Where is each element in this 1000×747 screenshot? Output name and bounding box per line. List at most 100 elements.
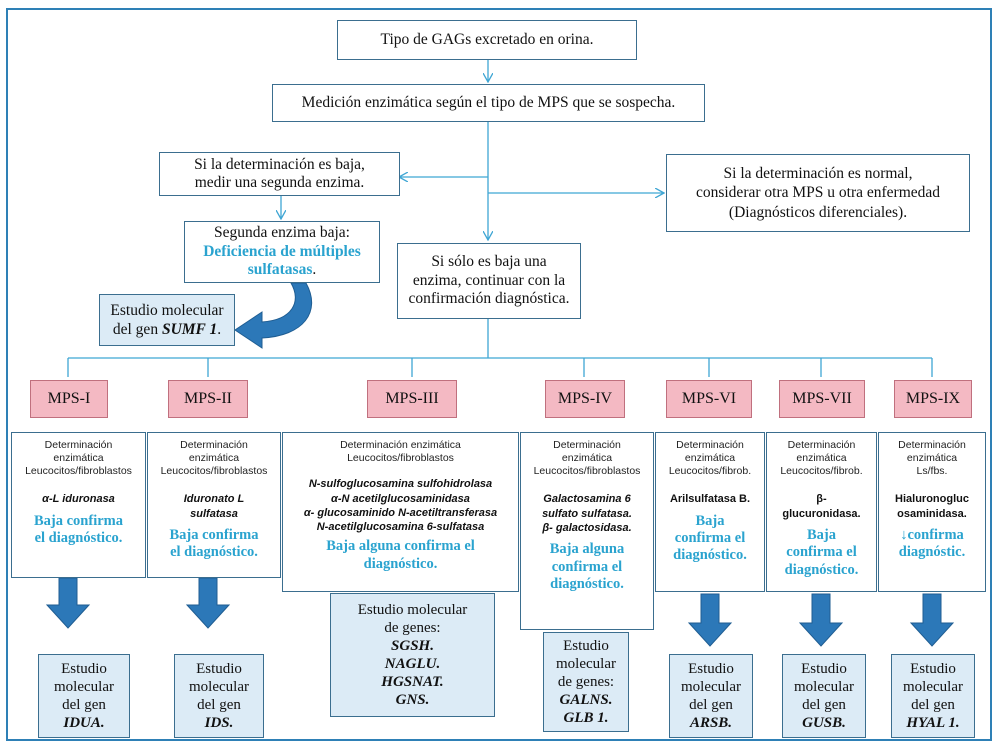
mps-vi-det-line: Leucocitos/fibrob. [668,465,752,478]
diagram-frame [6,8,992,741]
gags-box: Tipo de GAGs excretado en orina. [337,20,637,60]
mps-vii-confirm-line: Baja [807,526,836,543]
mps-iii-label: MPS-III [385,390,439,407]
mps-vi-confirm-line: diagnóstico. [673,547,747,564]
gags-text: Tipo de GAGs excretado en orina. [380,30,594,48]
mps-ix-mol-line: Estudio [910,661,956,677]
deficiencia-dot: . [312,261,317,279]
mps-vi-mol-line: Estudio [688,661,734,677]
sumf-dot: . [217,321,222,338]
mps-iv-enzyme: Galactosamina 6 [543,493,631,506]
mps-iii-gene: HGSNAT. [381,674,444,690]
center-line2: enzima, continuar con la [412,271,566,289]
mps-iii-mol-line: de genes: [384,620,441,636]
mps-iii-det-line: Leucocitos/fibroblastos [347,452,454,465]
mps-i-confirm-line: el diagnóstico. [34,530,123,547]
mps-vii-det-line: enzimática [796,452,847,465]
mps-iv-label-box: MPS-IV [545,380,625,418]
center-line3: confirmación diagnóstica. [408,290,570,308]
mps-ii-det-line: enzimática [188,452,240,465]
mps-vii-label-box: MPS-VII [779,380,865,418]
mps-iii-mol-line: Estudio molecular [357,602,468,618]
mps-i-enzyme: α-L iduronasa [42,493,115,506]
normal-line2: considerar otra MPS u otra enfermedad [695,184,941,202]
mps-iv-enzyme: β- galactosidasa. [542,521,632,534]
mps-ix-det-line: enzimática [906,452,958,465]
mps-iv-confirm-line: diagnóstico. [550,576,624,593]
mps-i-mol-line: del gen [62,697,106,713]
mps-i-det-line: enzimática [53,452,104,465]
mps-vii-label: MPS-VII [792,390,852,407]
mps-vii-det-line: Leucocitos/fibrob. [780,465,863,478]
down-arrow-mps-ii [185,577,231,629]
down-arrow-mps-i [45,577,91,629]
baja-box: Si la determinación es baja, medir una s… [159,152,400,196]
mps-ii-gene: IDS. [204,715,234,731]
mps-ii-confirm-line: el diagnóstico. [170,544,258,561]
mps-iii-confirm-line: diagnóstico. [363,555,438,572]
mps-ii-mol-line: Estudio [196,661,242,677]
center-line1: Si sólo es baja una [431,253,547,271]
mps-vii-det-line: Determinación [787,439,856,451]
mps-ix-gene: HYAL 1. [906,715,960,731]
mps-iii-det-line: Determinación enzimática [340,439,461,451]
mps-iv-mol-line: molecular [556,656,616,672]
mps-vii-confirm-line: confirma el [786,544,857,561]
mps-vi-det-line: enzimática [684,452,736,465]
mps-vii-enzyme: glucuronidasa. [782,507,861,520]
down-arrow-mps-vii [798,593,844,647]
mps-iii-gene: GNS. [395,692,430,708]
mps-iii-enzyme: α-N acetilglucosaminidasa [331,492,470,505]
mps-ii-enzyme: Iduronato L [183,493,245,506]
mps-ii-mol-line: molecular [189,679,249,695]
normal-line1: Si la determinación es normal, [723,164,913,182]
mps-vii-gene: GUSB. [802,715,846,731]
mps-ii-det-line: Determinación [180,439,248,451]
mps-ii-det-line: Leucocitos/fibroblastos [160,465,268,478]
mps-iv-mol-line: de genes: [557,674,615,690]
mps-ix-confirm-line: ↓confirma [900,526,964,543]
baja-line1: Si la determinación es baja, [194,156,365,174]
sumf-gene: SUMF 1 [161,321,218,338]
mps-vi-mol-line: del gen [689,697,733,713]
normal-box: Si la determinación es normal, considera… [666,154,970,232]
mps-vii-confirm-line: diagnóstico. [784,561,859,578]
mps-vi-confirm-line: Baja [695,512,725,529]
mps-ix-enzyme: Hialuronogluc [895,493,969,506]
deficiencia-line1: Deficiencia de múltiples [203,242,361,260]
center-box: Si sólo es baja una enzima, continuar co… [397,243,581,319]
mps-iv-confirm-line: Baja alguna [549,541,625,558]
mps-vi-mol-line: molecular [681,679,741,695]
mps-ii-enzyme: sulfatasa [190,507,238,520]
baja-line2: medir una segunda enzima. [194,174,365,191]
mps-vi-det-line: Determinación [676,439,744,451]
mps-iv-det-line: Leucocitos/fibroblastos [533,465,641,478]
mps-i-gene: IDUA. [63,715,105,731]
mps-vi-label-box: MPS-VI [666,380,752,418]
mps-iii-enzyme: N-acetilglucosamina 6-sulfatasa [316,521,485,534]
mps-vi-enzymes: Arilsulfatasa B. [670,492,750,506]
segunda-box: Segunda enzima baja: Deficiencia de múlt… [184,221,380,283]
mps-iv-mol-line: Estudio [563,638,609,654]
